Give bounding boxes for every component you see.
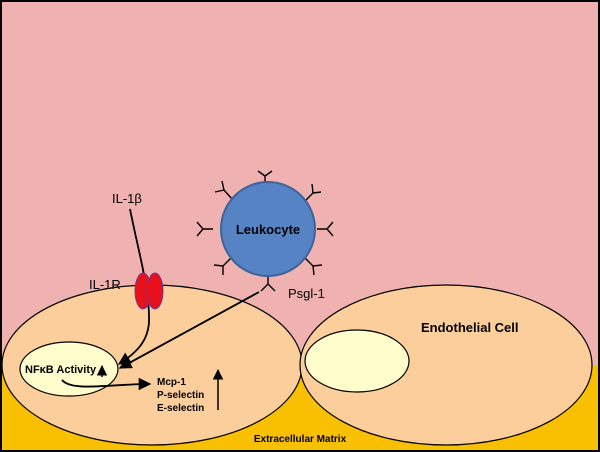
leukocyte-receptor-bottom-right [304, 257, 323, 276]
nucleus-left [19, 341, 119, 397]
psgl1-signal-line [118, 291, 260, 369]
leukocyte-body [220, 181, 316, 277]
psgl1-label: Psgl-1 [288, 286, 325, 301]
il1b-signal-line [117, 208, 150, 365]
il1r-lobe-right [146, 272, 164, 310]
leukocyte-label: Leukocyte [236, 222, 300, 237]
leukocyte-receptor-right [317, 221, 334, 237]
endothelial-cell-label: Endothelial Cell [421, 320, 519, 335]
nfkb-output-arrow [61, 377, 152, 391]
il1b-label: IL-1β [112, 191, 142, 206]
mcp1-label: Mcp-1 [157, 377, 186, 388]
nfkb-activity-label: NFκB Activity [25, 364, 97, 376]
endothelial-cell-right [299, 284, 593, 446]
leukocyte-receptor-left [196, 221, 213, 237]
extracellular-matrix-label: Extracellular Matrix [254, 434, 347, 445]
il1r-label: IL-1R [89, 277, 121, 292]
leukocyte-receptor-bottom-left [213, 257, 232, 275]
p-selectin-label: P-selectin [157, 390, 204, 401]
e-selectin-label: E-selectin [157, 403, 204, 414]
leukocyte-receptor-top-left [214, 180, 233, 200]
nucleus-right [304, 329, 410, 393]
leukocyte: Leukocyte [196, 170, 334, 292]
leukocyte-receptor-top-right [304, 183, 322, 202]
il1r-receptor [134, 272, 164, 310]
